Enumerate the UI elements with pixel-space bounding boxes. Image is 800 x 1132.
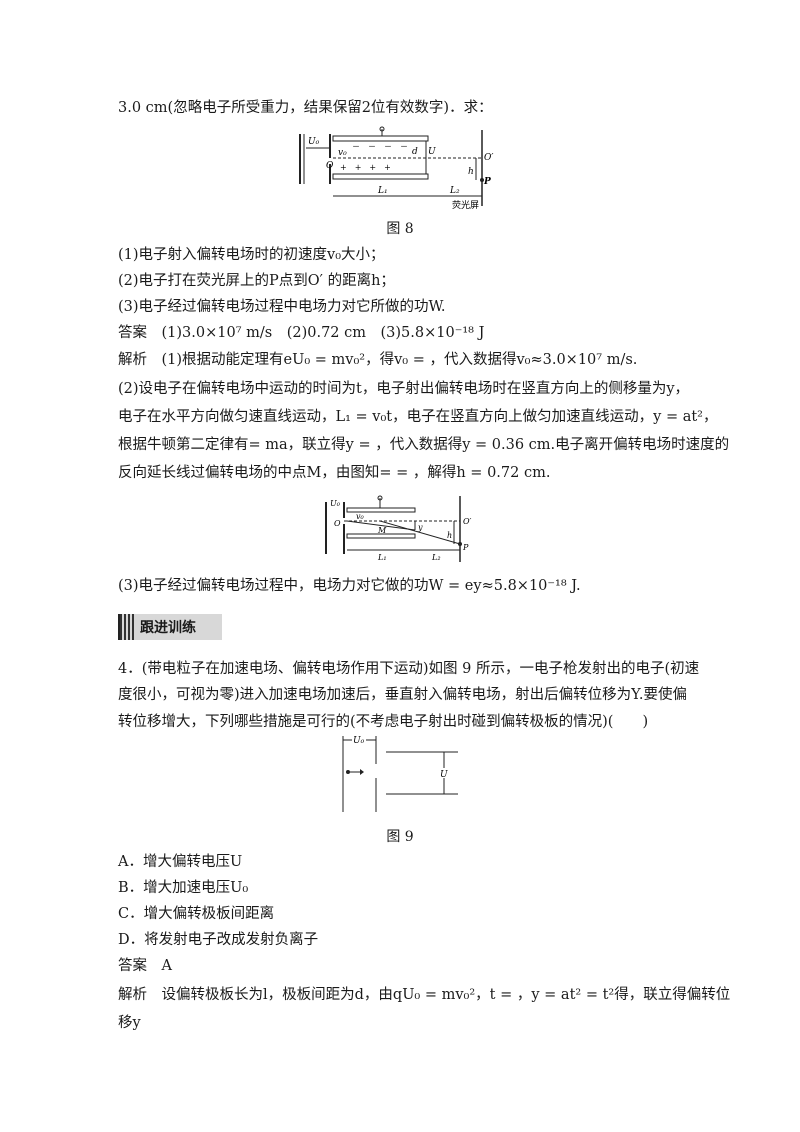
question-3: (3)电子经过偏转电场过程中电场力对它所做的功W. (118, 299, 446, 315)
fig8-d-label: d (412, 147, 418, 157)
ans-v0-label: v₀ (356, 512, 365, 521)
question-1: (1)电子射入偏转电场时的初速度v₀大小； (118, 247, 385, 263)
figure-8-diagram: U₀ v₀ O d U O′ h P L₁ L₂ 荧光屏 － － － － + +… (299, 126, 493, 211)
fig8-screen-label: 荧光屏 (452, 199, 479, 211)
question-4-line-3: 转位移增大，下列哪些措施是可行的(不考虑电子射出时碰到偏转极板的情况)( ) (118, 714, 649, 730)
ans-U0-label: U₀ (330, 499, 341, 508)
section-tag-bars (120, 614, 134, 640)
ans-M-label: M (377, 526, 387, 535)
figure-8-caption: 图 8 (386, 221, 414, 237)
analysis-part-3: (3)电子经过偏转电场过程中，电场力对它做的功W = ey≈5.8×10⁻¹⁸ … (118, 578, 581, 594)
fig8-U-label: U (428, 147, 436, 157)
fig8-minus-charges: － － － － (352, 142, 408, 151)
option-d: D．将发射电子改成发射负离子 (118, 932, 319, 948)
answer-line: 答案 (1)3.0×10⁷ m/s (2)0.72 cm (3)5.8×10⁻¹… (118, 325, 485, 341)
ans-Oprime-label: O′ (463, 517, 472, 526)
fig8-v0-label: v₀ (338, 148, 347, 158)
ans-y-label: y (417, 523, 423, 532)
problem-continuation: 3.0 cm(忽略电子所受重力，结果保留2位有效数字)．求： (118, 100, 493, 116)
question-4-line-2: 度很小，可视为零)进入加速电场加速后，垂直射入偏转电场，射出后偏转位移为Y.要使… (118, 687, 687, 703)
fig8-plus-charges: + + + + (340, 163, 391, 172)
ans-P-label: P (462, 543, 469, 552)
analysis-4-line-1: 解析 设偏转极板长为l，极板间距为d，由qU₀ = mv₀²，t = ，y = … (118, 987, 731, 1003)
option-a: A．增大偏转电压U (118, 854, 243, 870)
answer-4: 答案 A (118, 958, 172, 974)
fig8-Oprime-label: O′ (484, 153, 493, 163)
ans-O-label: O (334, 519, 341, 528)
option-b: B．增大加速电压U₀ (118, 880, 249, 896)
figure-9-diagram: U₀ U (342, 736, 458, 812)
fig8-U0-label: U₀ (308, 137, 320, 147)
analysis-part-1: 解析 (1)根据动能定理有eU₀ = mv₀²，得v₀ = ，代入数据得v₀≈3… (118, 352, 638, 368)
analysis-part-2c: 根据牛顿第二定律有= ma，联立得y = ，代入数据得y = 0.36 cm.电… (118, 437, 730, 453)
ans-h-label: h (447, 531, 452, 540)
analysis-part-2a: (2)设电子在偏转电场中运动的时间为t，电子射出偏转电场时在竖直方向上的侧移量为… (118, 381, 690, 397)
fig8-L1-label: L₁ (377, 186, 388, 196)
analysis-4-line-2: 移y (118, 1015, 141, 1031)
ans-L1-label: L₁ (377, 553, 387, 562)
option-c: C．增大偏转极板间距离 (118, 906, 275, 922)
analysis-diagram: U₀ v₀ M y O O′ h P L₁ L₂ (325, 495, 472, 562)
fig8-P-label: P (483, 177, 491, 187)
question-4-line-1: 4．(带电粒子在加速电场、偏转电场作用下运动)如图 9 所示，一电子枪发射出的电… (118, 661, 700, 677)
fig8-L2-label: L₂ (449, 186, 460, 196)
fig9-U-label: U (440, 770, 448, 780)
question-2: (2)电子打在荧光屏上的P点到O′ 的距离h； (118, 273, 395, 289)
section-tag: 跟进训练 (118, 614, 222, 640)
figure-9-caption: 图 9 (386, 829, 414, 845)
fig8-O-label: O (326, 161, 334, 171)
analysis-part-2d: 反向延长线过偏转电场的中点M，由图知= = ，解得h = 0.72 cm. (118, 465, 551, 481)
analysis-part-2b: 电子在水平方向做匀速直线运动，L₁ = v₀t，电子在竖直方向上做匀加速直线运动… (118, 409, 718, 425)
fig8-h-label: h (468, 167, 474, 177)
fig9-U0-label: U₀ (353, 736, 365, 746)
ans-L2-label: L₂ (431, 553, 441, 562)
section-tag-label: 跟进训练 (140, 620, 196, 636)
